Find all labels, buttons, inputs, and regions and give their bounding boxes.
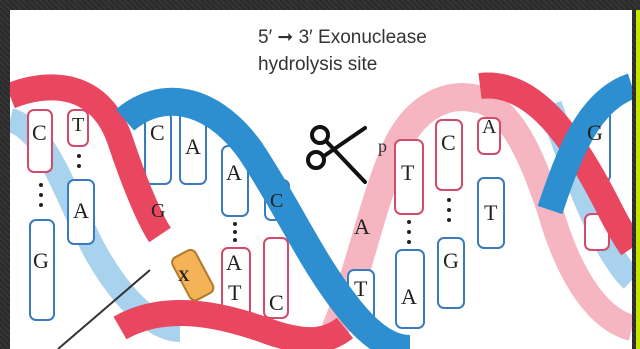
base-letter: C <box>270 190 283 213</box>
red-front-strand-bottom <box>120 313 345 340</box>
base-letter: T <box>72 114 84 137</box>
base-letter: A <box>226 250 242 276</box>
base-letter: A <box>73 198 89 224</box>
phosphate-label: p <box>378 136 387 157</box>
green-edge <box>636 10 640 349</box>
base-letter: G <box>443 248 459 274</box>
base-letter: T <box>401 160 414 186</box>
base-letter: G <box>33 248 49 274</box>
base-letter: G <box>151 200 165 223</box>
probe-x-cylinder <box>170 248 215 303</box>
base-letter: T <box>354 276 367 302</box>
probe-x-label: X <box>178 268 190 286</box>
base-letter: A <box>401 284 417 310</box>
base-letter: A <box>354 214 370 240</box>
base-letter: A <box>185 134 201 160</box>
scissors-icon <box>308 127 365 182</box>
base-letter: C <box>32 120 47 146</box>
base-letter: G <box>587 120 603 146</box>
base-letter: C <box>441 130 456 156</box>
base-letter: T <box>228 280 241 306</box>
base-letter: T <box>484 200 497 226</box>
base-letter: A <box>226 160 242 186</box>
caption-line-2: hydrolysis site <box>258 54 377 76</box>
diagram-panel: C T C A A G A G A T C C A T T C A G T A … <box>10 10 632 349</box>
base-letter: C <box>269 290 284 316</box>
base-letter: A <box>482 116 496 139</box>
caption-line-1: 5′ ➞ 3′ Exonuclease <box>258 26 427 49</box>
base-letter: C <box>150 120 165 146</box>
